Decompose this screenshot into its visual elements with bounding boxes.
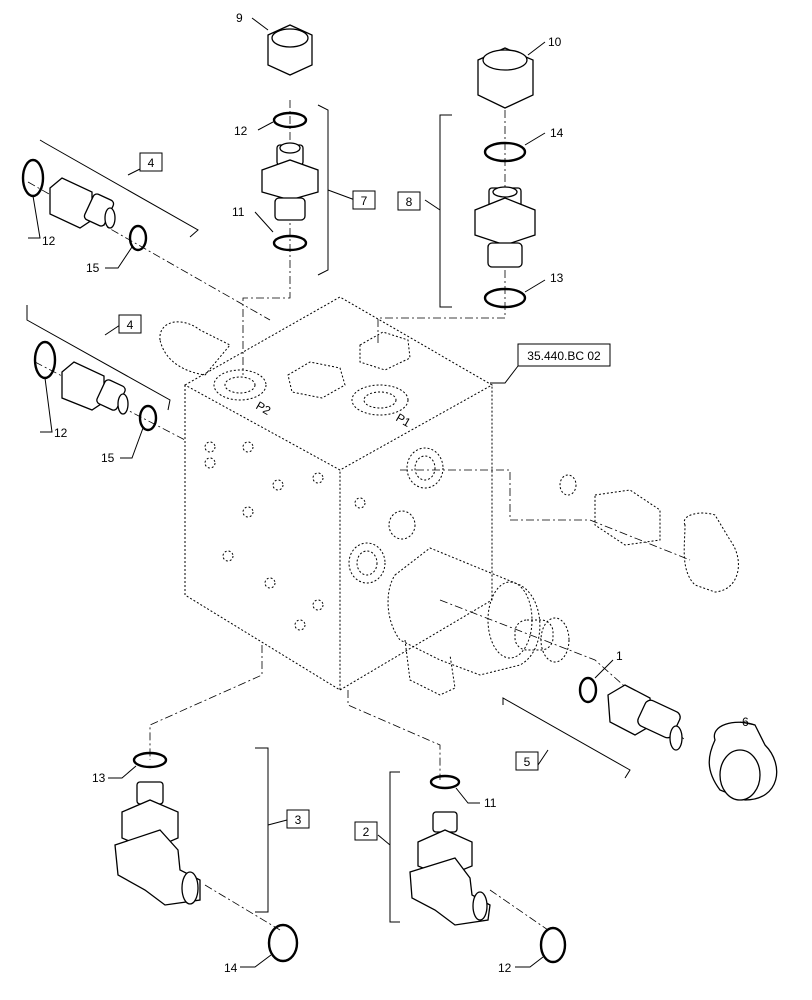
o-ring-13-bottom [132, 751, 168, 769]
o-ring-12-bottom [539, 926, 567, 964]
assembly-labels: 7 8 4 4 5 3 2 35.440.BC 02 [118, 152, 611, 841]
assembly-box-4-lower: 4 [118, 314, 142, 334]
svg-text:4: 4 [148, 156, 155, 170]
o-ring-15-left-lower [138, 404, 158, 432]
callout-9: 9 [236, 11, 243, 25]
assembly-box-8: 8 [397, 191, 421, 211]
cap-nut-9 [267, 24, 313, 76]
port-marking-p2: P2 [254, 398, 274, 418]
callout-12-top: 12 [234, 124, 248, 138]
adapter-fitting-7 [261, 142, 319, 221]
assembly-box-4-upper: 4 [139, 152, 163, 172]
manifold-block: P2 P1 [159, 296, 739, 696]
assembly-box-7: 7 [352, 190, 376, 210]
leader-lines [28, 17, 756, 968]
callout-12-left-lower: 12 [54, 426, 68, 440]
quick-coupler-5 [607, 684, 683, 751]
callout-numbers: 9 12 11 10 14 13 12 15 12 15 1 6 13 11 1… [42, 11, 749, 975]
callout-6: 6 [742, 715, 749, 729]
o-ring-14-top [483, 141, 527, 163]
reference-label: 35.440.BC 02 [527, 349, 601, 363]
svg-text:8: 8 [406, 195, 413, 209]
o-ring-12-top [272, 111, 308, 129]
assembly-brackets [26, 104, 631, 923]
elbow-fitting-2 [409, 811, 491, 926]
port-marking-p1: P1 [394, 410, 414, 430]
reference-box: 35.440.BC 02 [517, 343, 611, 367]
callout-11-top: 11 [232, 205, 245, 219]
ghost-coupler [559, 474, 739, 593]
solenoid-valve [387, 547, 570, 696]
callout-11-bottom: 11 [484, 796, 497, 810]
callout-15-left-lower: 15 [101, 451, 115, 465]
svg-text:2: 2 [363, 825, 370, 839]
o-ring-13-top [483, 287, 527, 309]
assembly-box-5: 5 [515, 751, 539, 771]
assembly-box-2: 2 [354, 821, 378, 841]
o-ring-12-left-upper [21, 158, 45, 198]
callout-14-top: 14 [550, 126, 564, 140]
svg-text:3: 3 [295, 813, 302, 827]
o-ring-12-left-lower [33, 340, 57, 380]
svg-text:4: 4 [127, 318, 134, 332]
o-ring-11-top [272, 234, 308, 252]
callout-10: 10 [548, 35, 562, 49]
callout-12-bottom: 12 [498, 961, 512, 975]
o-ring-1 [578, 676, 598, 704]
adapter-fitting-4-upper [49, 177, 116, 229]
o-ring-15-left-upper [128, 224, 148, 252]
callout-12-left-upper: 12 [42, 234, 56, 248]
cap-nut-10 [477, 47, 534, 109]
callout-13-top: 13 [550, 271, 564, 285]
o-ring-14-bottom [267, 923, 299, 963]
svg-text:7: 7 [361, 194, 368, 208]
adapter-fitting-8 [474, 186, 536, 268]
elbow-fitting-3 [114, 781, 201, 906]
o-ring-11-bottom [429, 774, 461, 790]
callout-13-bottom: 13 [92, 771, 106, 785]
svg-text:5: 5 [524, 755, 531, 769]
callout-14-bottom: 14 [224, 961, 238, 975]
mounting-holes [204, 441, 366, 631]
center-lines [27, 100, 691, 931]
assembly-box-3: 3 [286, 809, 310, 829]
callout-1: 1 [616, 649, 623, 663]
adapter-fitting-4-lower [61, 361, 129, 415]
dust-cap-6 [708, 721, 778, 801]
callout-15-left-upper: 15 [86, 261, 100, 275]
